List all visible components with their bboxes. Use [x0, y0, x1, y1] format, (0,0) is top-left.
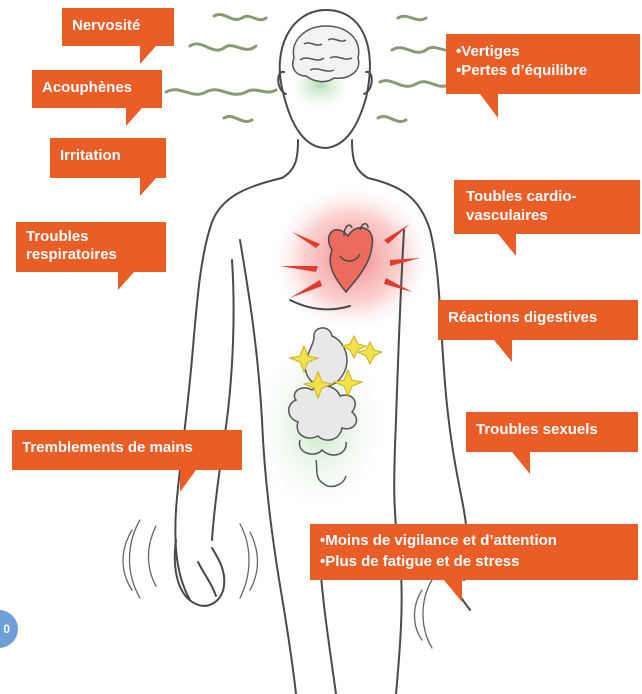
callout-vigilance-tail [444, 580, 462, 602]
callout-irritation-tail [140, 178, 156, 196]
callout-digestive: Réactions digestives [438, 300, 638, 340]
callout-hands-tail [180, 470, 196, 492]
callout-nervousness: Nervosité [62, 8, 174, 46]
brain [293, 26, 359, 82]
callout-nervousness-tail [140, 46, 156, 64]
callout-respiratory-tail [118, 272, 134, 290]
callout-tinnitus: Acouphènes [32, 70, 162, 108]
callout-vigilance: Moins de vigilance et d’attention Plus d… [310, 524, 638, 580]
vertigo-list: Vertiges Pertes d’équilibre [456, 42, 630, 80]
callout-respiratory-text: Troubles respiratoires [26, 228, 117, 263]
callout-sexual-text: Troubles sexuels [476, 421, 598, 438]
callout-digestive-text: Réactions digestives [448, 309, 597, 326]
callout-sexual: Troubles sexuels [466, 412, 638, 452]
callout-vertigo: Vertiges Pertes d’équilibre [446, 34, 640, 94]
callout-hands-text: Tremblements de mains [22, 439, 193, 456]
vertigo-item-2: Pertes d’équilibre [456, 61, 630, 80]
page-number: 0 [3, 622, 10, 636]
callout-cardio-text: Toubles cardio-vasculaires [466, 188, 577, 224]
vigilance-item-1: Moins de vigilance et d’attention [320, 530, 628, 551]
callout-sexual-tail [512, 452, 530, 474]
vigilance-list: Moins de vigilance et d’attention Plus d… [320, 530, 628, 572]
callout-tinnitus-text: Acouphènes [42, 79, 132, 96]
callout-vertigo-tail [480, 94, 498, 118]
callout-hands: Tremblements de mains [12, 430, 242, 470]
callout-cardio: Toubles cardio-vasculaires [454, 180, 640, 234]
callout-digestive-tail [494, 340, 512, 362]
vigilance-item-2: Plus de fatigue et de stress [320, 551, 628, 572]
callout-respiratory: Troubles respiratoires [16, 222, 166, 272]
callout-nervousness-text: Nervosité [72, 17, 140, 34]
callout-irritation: Irritation [50, 138, 166, 178]
callout-cardio-tail [498, 234, 516, 256]
vertigo-item-1: Vertiges [456, 42, 630, 61]
callout-tinnitus-tail [126, 108, 142, 126]
callout-irritation-text: Irritation [60, 147, 121, 164]
